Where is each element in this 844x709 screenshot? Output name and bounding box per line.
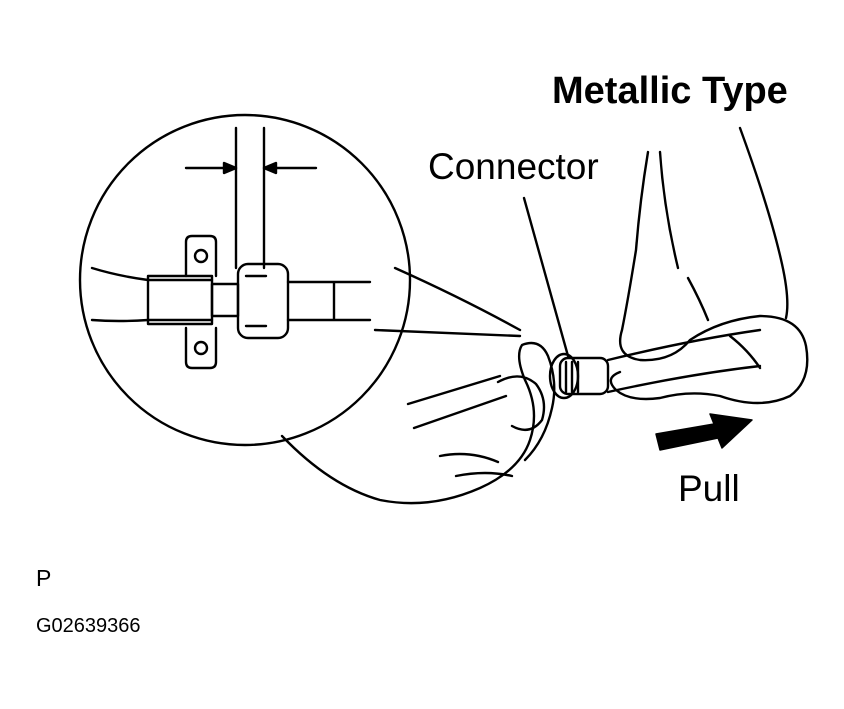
connector-leader-line <box>522 196 570 358</box>
dimension-arrowhead-right <box>262 161 278 175</box>
left-hand-thumb <box>496 375 546 432</box>
dimension-arrowhead-left <box>222 161 238 175</box>
detail-connector-body <box>236 262 290 340</box>
main-connector-body <box>558 356 610 396</box>
mounting-bracket <box>184 234 218 370</box>
right-hand-finger-line <box>658 150 762 370</box>
fuel-line-pipe <box>406 374 508 430</box>
figure-id: G02639366 <box>36 615 141 637</box>
hands-disconnecting-connector <box>280 126 809 505</box>
magnifier-leader-top <box>393 266 522 332</box>
detail-connector-collar <box>210 282 240 318</box>
detail-circle <box>78 113 412 447</box>
bracket-hole-top <box>193 248 209 264</box>
bracket-hole-bottom <box>193 340 209 356</box>
left-hand <box>280 341 556 505</box>
connector-label: Connector <box>428 146 599 187</box>
connector-grip-ridges <box>564 360 580 394</box>
right-hand <box>609 150 809 405</box>
pull-arrow-icon <box>655 413 753 451</box>
fuel-hose <box>606 328 762 394</box>
pull-label: Pull <box>678 468 740 509</box>
metallic-type-title: Metallic Type <box>552 70 788 112</box>
code-letter: P <box>36 565 52 591</box>
pipe-flange <box>146 274 214 326</box>
magnifier-leader-bottom <box>373 328 522 338</box>
detail-hose-right <box>286 280 372 322</box>
left-hand-fingers <box>438 452 514 478</box>
magnified-detail-view <box>78 113 412 447</box>
right-hand-wrist <box>738 126 789 320</box>
